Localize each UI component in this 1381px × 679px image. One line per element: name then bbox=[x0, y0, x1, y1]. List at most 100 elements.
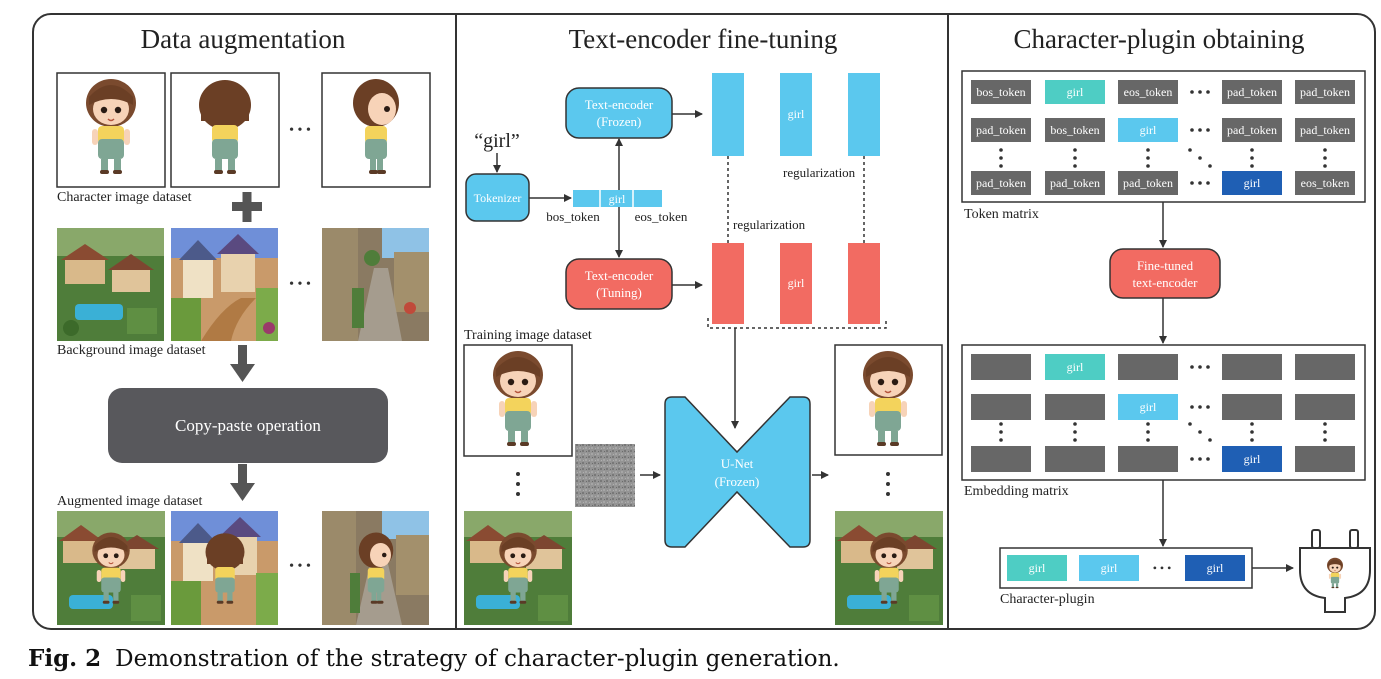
vertical-ellipsis-dot bbox=[999, 438, 1003, 442]
embedding-cell bbox=[1222, 394, 1282, 420]
token-cell bbox=[1295, 80, 1355, 104]
token-cell bbox=[1045, 171, 1105, 195]
diagonal-ellipsis-dot bbox=[1188, 422, 1192, 426]
plugin-token-2 bbox=[1079, 555, 1139, 581]
embedding-cell bbox=[1045, 354, 1105, 380]
vertical-ellipsis-dot bbox=[1323, 148, 1327, 152]
token-cell-label: pad_token bbox=[1300, 85, 1350, 99]
regularization-label-2: regularization bbox=[783, 165, 856, 180]
vertical-ellipsis-dot bbox=[999, 156, 1003, 160]
ellipsis-dot bbox=[1190, 405, 1194, 409]
frozen-encoder-label-line2: (Frozen) bbox=[597, 114, 642, 129]
token-cell-label: eos_token bbox=[1301, 176, 1350, 190]
embedding-cell bbox=[1295, 394, 1355, 420]
ellipsis-dot bbox=[1206, 365, 1210, 369]
frozen-embedding-word: girl bbox=[788, 107, 805, 121]
token-cell-label: pad_token bbox=[1227, 123, 1277, 137]
panel-title-character-plugin: Character-plugin obtaining bbox=[1013, 24, 1304, 54]
outer-frame bbox=[32, 13, 1376, 630]
embedding-cell bbox=[1118, 446, 1178, 472]
ellipsis-dot bbox=[1206, 128, 1210, 132]
ellipsis-dot bbox=[1190, 365, 1194, 369]
plugin-token-1 bbox=[1007, 555, 1067, 581]
token-cell bbox=[971, 118, 1031, 142]
ellipsis-dot bbox=[1190, 181, 1194, 185]
training-image-augmented bbox=[464, 511, 572, 625]
token-cell-label: pad_token bbox=[1300, 123, 1350, 137]
plugin-plug-icon bbox=[1299, 529, 1371, 613]
token-cell-label: pad_token bbox=[1123, 176, 1173, 190]
character-image-1 bbox=[56, 72, 166, 188]
embedding-cell-label: girl bbox=[1244, 452, 1261, 466]
tuning-embedding-bar-2 bbox=[780, 243, 812, 324]
vertical-ellipsis-dot bbox=[1146, 438, 1150, 442]
noise-image bbox=[575, 444, 635, 507]
background-dataset-label: Background image dataset bbox=[57, 343, 206, 358]
embedding-cell bbox=[1222, 354, 1282, 380]
ellipsis-dot bbox=[1190, 90, 1194, 94]
token-cell-label: girl bbox=[1140, 123, 1157, 137]
token-cell-label: bos_token bbox=[1050, 123, 1099, 137]
embedding-cell bbox=[971, 354, 1031, 380]
vertical-ellipsis-dot bbox=[1073, 430, 1077, 434]
token-cell bbox=[1118, 171, 1178, 195]
ellipsis-dot bbox=[1190, 457, 1194, 461]
ellipsis-dot bbox=[1206, 90, 1210, 94]
character-image-2 bbox=[170, 72, 280, 188]
vertical-ellipsis-dot bbox=[1250, 422, 1254, 426]
frozen-encoder-box bbox=[565, 87, 673, 139]
embedding-cell-label: girl bbox=[1140, 400, 1157, 414]
diagonal-ellipsis-dot bbox=[1198, 156, 1202, 160]
unet-label-line2: (Frozen) bbox=[715, 474, 760, 489]
vertical-ellipsis-dot bbox=[1146, 422, 1150, 426]
token-strip-word: girl bbox=[609, 192, 626, 206]
tuning-embedding-word: girl bbox=[788, 276, 805, 290]
background-ellipsis: • • • bbox=[289, 277, 311, 292]
training-dataset-label: Training image dataset bbox=[464, 328, 592, 343]
tuning-encoder-label-line2: (Tuning) bbox=[596, 285, 642, 300]
output-image-augmented bbox=[835, 511, 943, 625]
token-cell-label: eos_token bbox=[1124, 85, 1173, 99]
training-vertical-dots bbox=[516, 472, 520, 496]
augmented-image-2 bbox=[171, 511, 278, 625]
token-cell bbox=[971, 171, 1031, 195]
token-cell-label: girl bbox=[1067, 85, 1084, 99]
panel-title-data-augmentation: Data augmentation bbox=[141, 24, 346, 54]
down-arrow-icon-2 bbox=[230, 464, 255, 501]
token-cell-label: bos_token bbox=[976, 85, 1025, 99]
plugin-label: Character-plugin bbox=[1000, 592, 1095, 607]
plugin-token-1-label: girl bbox=[1029, 561, 1046, 575]
token-matrix-label: Token matrix bbox=[964, 207, 1039, 222]
finetuned-encoder-box bbox=[1109, 248, 1221, 299]
frozen-encoder-label-line1: Text-encoder bbox=[585, 97, 654, 112]
ellipsis-dot bbox=[1206, 457, 1210, 461]
embedding-bracket bbox=[707, 318, 887, 329]
ellipsis-dot bbox=[1198, 365, 1202, 369]
copy-paste-operation-label: Copy-paste operation bbox=[175, 416, 321, 435]
vertical-ellipsis-dot bbox=[999, 430, 1003, 434]
output-vertical-dots bbox=[886, 472, 890, 496]
embedding-cell bbox=[971, 394, 1031, 420]
character-image-3 bbox=[321, 72, 431, 188]
copy-paste-operation-box bbox=[108, 388, 388, 463]
regularization-label-1: regularization bbox=[733, 217, 806, 232]
vertical-ellipsis-dot bbox=[1073, 422, 1077, 426]
vertical-ellipsis-dot bbox=[1323, 430, 1327, 434]
down-arrow-icon-1 bbox=[230, 345, 255, 382]
plugin-token-3 bbox=[1185, 555, 1245, 581]
background-image-3 bbox=[322, 228, 429, 341]
tuning-embedding-bar-1 bbox=[712, 243, 744, 324]
vertical-ellipsis-dot bbox=[1073, 156, 1077, 160]
vertical-ellipsis-dot bbox=[1250, 148, 1254, 152]
vertical-ellipsis-dot bbox=[1146, 164, 1150, 168]
finetuned-encoder-label-line1: Fine-tuned bbox=[1137, 258, 1194, 273]
embedding-cell bbox=[1118, 394, 1178, 420]
ellipsis-dot bbox=[1206, 181, 1210, 185]
ellipsis-dot bbox=[1206, 405, 1210, 409]
vertical-ellipsis-dot bbox=[1323, 422, 1327, 426]
token-cell bbox=[1118, 118, 1178, 142]
tuning-encoder-label-line1: Text-encoder bbox=[585, 268, 654, 283]
